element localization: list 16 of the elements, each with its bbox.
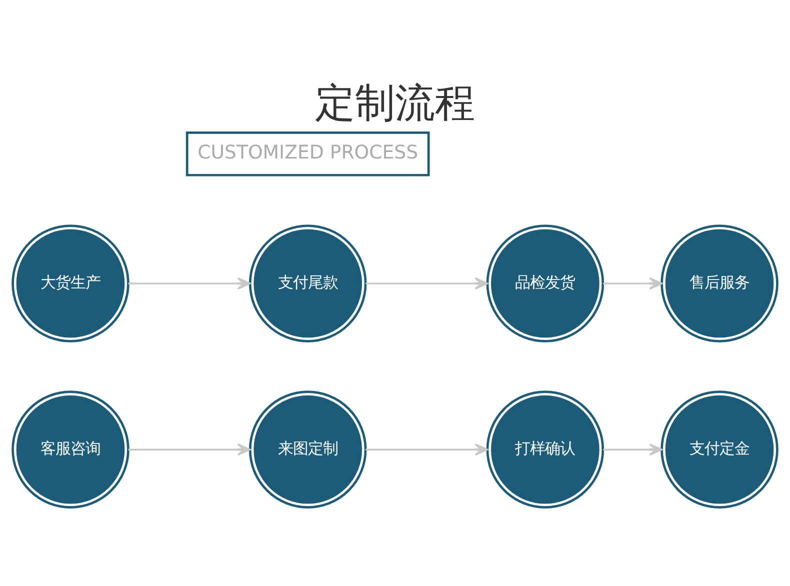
node-circle: 来图定制 [248,390,367,508]
arrow [603,442,662,456]
arrow [366,276,488,290]
arrow [128,276,251,290]
node-circle: 打样确认 [486,390,604,508]
arrow [603,276,662,290]
arrow [366,442,488,456]
arrow [128,442,251,456]
node-circle: 售后服务 [660,224,778,342]
node-circle: 支付定金 [660,390,778,508]
node-circle: 大货生产 [12,224,130,342]
label: CUSTOMIZED PROCESS [198,142,418,163]
node-circle: 客服咨询 [12,390,130,508]
node-circle: 支付尾款 [248,224,367,342]
node-circle: 品检发货 [486,224,604,342]
diagram-title: 定制流程 [315,80,475,126]
